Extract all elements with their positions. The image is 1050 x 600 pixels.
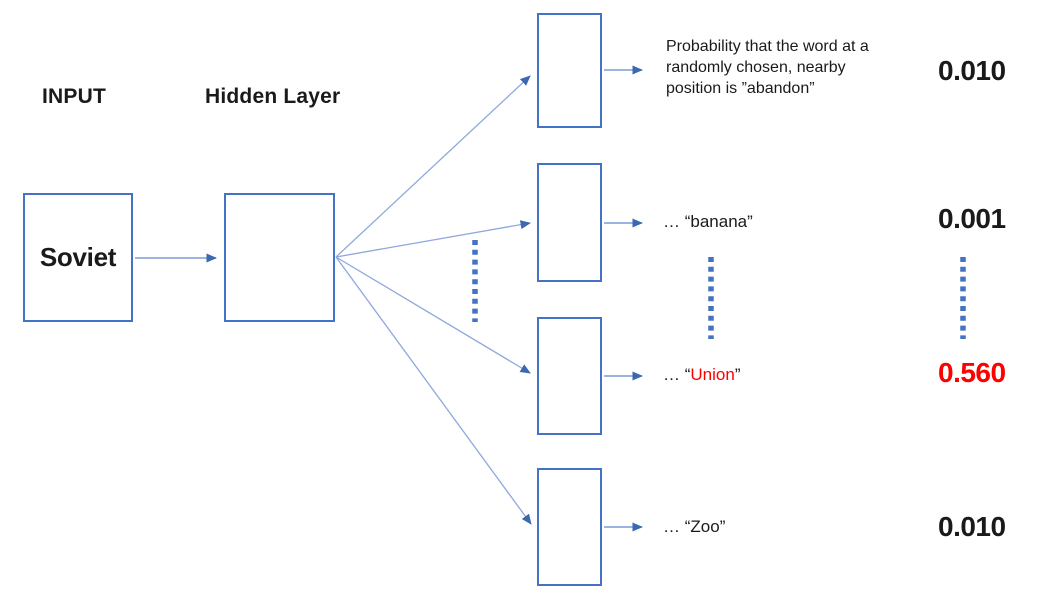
arrow-hidden-to-output-4 (335, 256, 532, 525)
label-prefix: … “ (663, 517, 691, 536)
probability-value-banana: 0.001 (938, 203, 1006, 234)
arrow-hidden-to-output-2 (335, 220, 531, 258)
label-word: Union (690, 365, 735, 384)
output-box-4 (537, 468, 602, 586)
input-label: INPUT (42, 85, 106, 108)
label-suffix: ” (719, 517, 726, 536)
label-word: banana (690, 212, 748, 231)
probability-value-abandon: 0.010 (938, 55, 1006, 86)
output-label-banana: … “banana” (663, 212, 753, 232)
arrow-hidden-to-output-1 (335, 75, 531, 258)
hidden-layer-box (224, 193, 335, 322)
input-box: Soviet (23, 193, 133, 322)
output-box-2 (537, 163, 602, 282)
label-suffix: ” (734, 365, 741, 384)
output-box-1 (537, 13, 602, 128)
input-word: Soviet (39, 242, 117, 272)
label-word: Zoo (690, 517, 720, 536)
probability-value-union: 0.560 (938, 357, 1006, 388)
hidden-layer-label: Hidden Layer (205, 85, 341, 108)
label-prefix: … “ (663, 365, 691, 384)
output-label-zoo: … “Zoo” (663, 517, 725, 537)
label-suffix: ” (747, 212, 753, 231)
arrow-hidden-to-output-3 (335, 256, 531, 374)
output-box-3 (537, 317, 602, 435)
output-label-union: … “Union” (663, 365, 740, 385)
output-description-abandon: Probability that the word at a randomly … (666, 38, 869, 97)
label-prefix: … “ (663, 212, 691, 231)
probability-value-zoo: 0.010 (938, 511, 1006, 542)
